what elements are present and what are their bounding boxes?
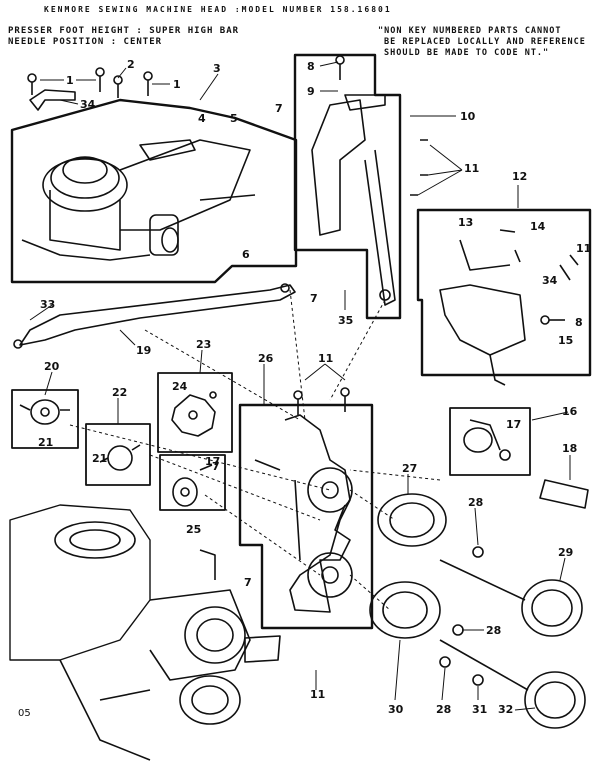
- callout-30: 30: [388, 703, 404, 716]
- diagram-title: KENMORE SEWING MACHINE HEAD :MODEL NUMBE…: [44, 5, 392, 14]
- callout-6: 6: [242, 248, 250, 261]
- callout-21a: 21: [38, 436, 53, 449]
- note-line-3: SHOULD BE MADE TO CODE NT.": [384, 48, 550, 58]
- callout-19: 19: [136, 344, 151, 357]
- box-23: [157, 372, 233, 453]
- page-reference: 05: [18, 708, 31, 719]
- callout-32: 32: [498, 703, 513, 716]
- needle-position: NEEDLE POSITION : CENTER: [8, 37, 163, 47]
- callout-22: 22: [112, 386, 127, 399]
- callout-11d: 11: [310, 688, 325, 701]
- callout-5: 5: [230, 112, 238, 125]
- callout-14: 14: [530, 220, 546, 233]
- callout-27: 27: [402, 462, 417, 475]
- callout-8b: 8: [575, 316, 583, 329]
- callout-34b: 34: [542, 274, 558, 287]
- callout-16: 16: [562, 405, 578, 418]
- callout-28b: 28: [486, 624, 501, 637]
- part-19-arm: [19, 284, 296, 346]
- box-22: [85, 423, 151, 486]
- callout-28c: 28: [436, 703, 451, 716]
- callout-12: 12: [512, 170, 527, 183]
- callout-34a: 34: [80, 98, 96, 111]
- box-25: [159, 454, 226, 511]
- callout-7a: 7: [275, 102, 283, 115]
- callout-3: 3: [213, 62, 221, 75]
- callout-33: 33: [40, 298, 55, 311]
- callout-7b: 7: [310, 292, 318, 305]
- callout-18: 18: [562, 442, 577, 455]
- box-20: [11, 389, 79, 449]
- presser-foot-height: PRESSER FOOT HEIGHT : SUPER HIGH BAR: [8, 26, 240, 36]
- box-26: [238, 403, 374, 630]
- callout-7d: 7: [244, 576, 252, 589]
- callout-24: 24: [172, 380, 188, 393]
- callout-23: 23: [196, 338, 211, 351]
- callout-35: 35: [338, 314, 353, 327]
- callout-1b: 1: [173, 78, 181, 91]
- callout-9: 9: [307, 85, 315, 98]
- callout-labels: 1 1 2 3 4 5 6 7 7 7 7 8 8 9 10 11 11 11 …: [38, 58, 591, 716]
- callout-25: 25: [186, 523, 201, 536]
- callout-10: 10: [460, 110, 476, 123]
- callout-1a: 1: [66, 74, 74, 87]
- callout-26: 26: [258, 352, 274, 365]
- callout-7c: 7: [212, 460, 220, 473]
- callout-8a: 8: [307, 60, 315, 73]
- callout-28a: 28: [468, 496, 483, 509]
- callout-13: 13: [458, 216, 473, 229]
- callout-20: 20: [44, 360, 60, 373]
- box-16: [449, 407, 531, 476]
- callout-17b: 17: [205, 455, 220, 468]
- callout-4: 4: [198, 112, 206, 125]
- callout-15: 15: [558, 334, 573, 347]
- callout-29: 29: [558, 546, 573, 559]
- callout-31: 31: [472, 703, 487, 716]
- callout-11c: 11: [318, 352, 333, 365]
- note-line-1: "NON KEY NUMBERED PARTS CANNOT: [378, 26, 562, 36]
- box-10: [293, 53, 402, 320]
- callout-11a: 11: [464, 162, 479, 175]
- callout-21b: 21: [92, 452, 107, 465]
- callout-2: 2: [127, 58, 135, 71]
- callout-17a: 17: [506, 418, 521, 431]
- callout-11b: 11: [576, 242, 591, 255]
- box-12: [416, 208, 592, 377]
- note-line-2: BE REPLACED LOCALLY AND REFERENCE: [384, 37, 586, 47]
